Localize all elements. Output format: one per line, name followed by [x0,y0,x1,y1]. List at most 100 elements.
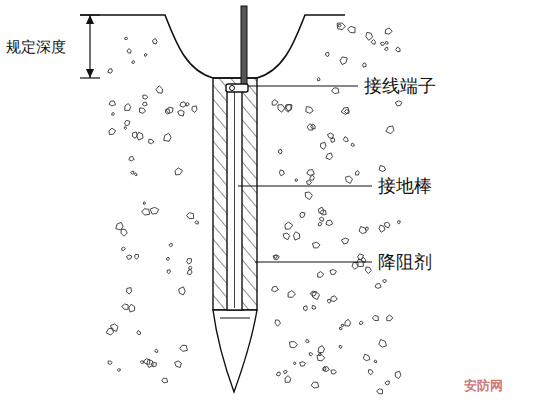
soil-grain [131,171,134,174]
terminal [226,84,248,92]
soil-grain [180,345,188,351]
soil-grain [132,132,137,138]
soil-grain [312,242,319,248]
soil-grain [285,376,291,383]
soil-grain [186,213,193,219]
soil-grain [366,227,369,231]
soil-grain [395,371,400,378]
resistance-agent [213,78,257,310]
soil-grain [385,28,392,34]
soil-grain [165,109,169,114]
soil-grain [352,262,358,269]
soil-grain [374,360,377,363]
tip-joint [220,318,250,319]
soil-grain [340,57,347,65]
soil-grain [375,284,381,289]
soil-grain [310,175,315,180]
soil-grain [162,378,168,383]
soil-grain [371,40,375,45]
soil-grain [363,63,366,67]
soil-grain [195,221,199,224]
soil-grain [295,179,298,181]
soil-grain [192,106,197,113]
soil-grain [379,339,387,347]
soil-texture [106,23,402,394]
soil-grain [341,107,349,114]
lead-cable [241,6,247,90]
soil-grain [319,217,323,221]
soil-grain [137,132,143,140]
soil-grain [293,232,299,240]
soil-grain [286,104,292,111]
part-label: 接线端子 [362,75,438,97]
soil-grain [309,353,312,356]
soil-grain [326,220,333,226]
soil-grain [142,209,150,215]
ground-surface [80,15,345,78]
soil-grain [387,315,393,321]
soil-grain [294,362,296,365]
soil-grain [112,112,115,115]
soil-grain [126,255,131,259]
soil-grain [278,105,285,113]
soil-grain [317,355,325,361]
soil-grain [385,47,388,50]
soil-grain [169,244,172,247]
dimension-arrow [86,69,94,78]
soil-grain [129,304,135,312]
soil-grain [305,192,312,200]
soil-grain [117,369,120,372]
soil-grain [363,354,370,361]
soil-grain [155,349,158,352]
soil-grain [275,320,280,326]
part-label: 降阻剂 [376,251,434,273]
soil-grain [306,107,313,114]
soil-grain [276,372,280,376]
soil-grain [125,104,131,111]
soil-grain [109,128,116,134]
soil-grain [108,361,112,364]
soil-grain [323,367,326,371]
soil-grain [385,41,388,44]
soil-grain [273,255,279,260]
soil-grain [175,361,182,368]
soil-grain [351,143,354,146]
soil-grain [285,105,291,113]
soil-grain [326,153,333,160]
soil-grain [385,381,389,385]
leader-line [255,262,372,263]
soil-grain [317,78,320,81]
soil-grain [283,370,287,373]
soil-grain [300,212,305,218]
soil-grain [396,47,400,52]
soil-grain [328,133,334,139]
soil-grain [274,255,277,258]
soil-grain [395,101,402,106]
soil-grain [144,359,150,364]
soil-grain [384,222,390,228]
part-label: 接地棒 [376,175,434,197]
soil-grain [122,304,128,309]
soil-grain [111,324,119,331]
soil-grain [283,233,290,240]
soil-grain [288,291,295,298]
soil-grain [187,270,192,275]
soil-grain [318,222,322,226]
soil-grain [339,345,342,348]
soil-grain [153,39,158,45]
soil-grain [149,139,154,143]
soil-grain [144,54,147,57]
soil-grain [150,207,159,214]
soil-grain [326,52,329,56]
soil-grain [151,362,157,367]
watermark: 安防网 [462,378,505,394]
soil-grain [372,316,378,321]
soil-grain [356,259,363,267]
soil-grain [348,26,355,32]
soil-grain [383,279,387,282]
soil-grain [360,321,364,324]
soil-grain [307,181,312,185]
soil-grain [122,247,126,250]
soil-grain [366,32,373,40]
